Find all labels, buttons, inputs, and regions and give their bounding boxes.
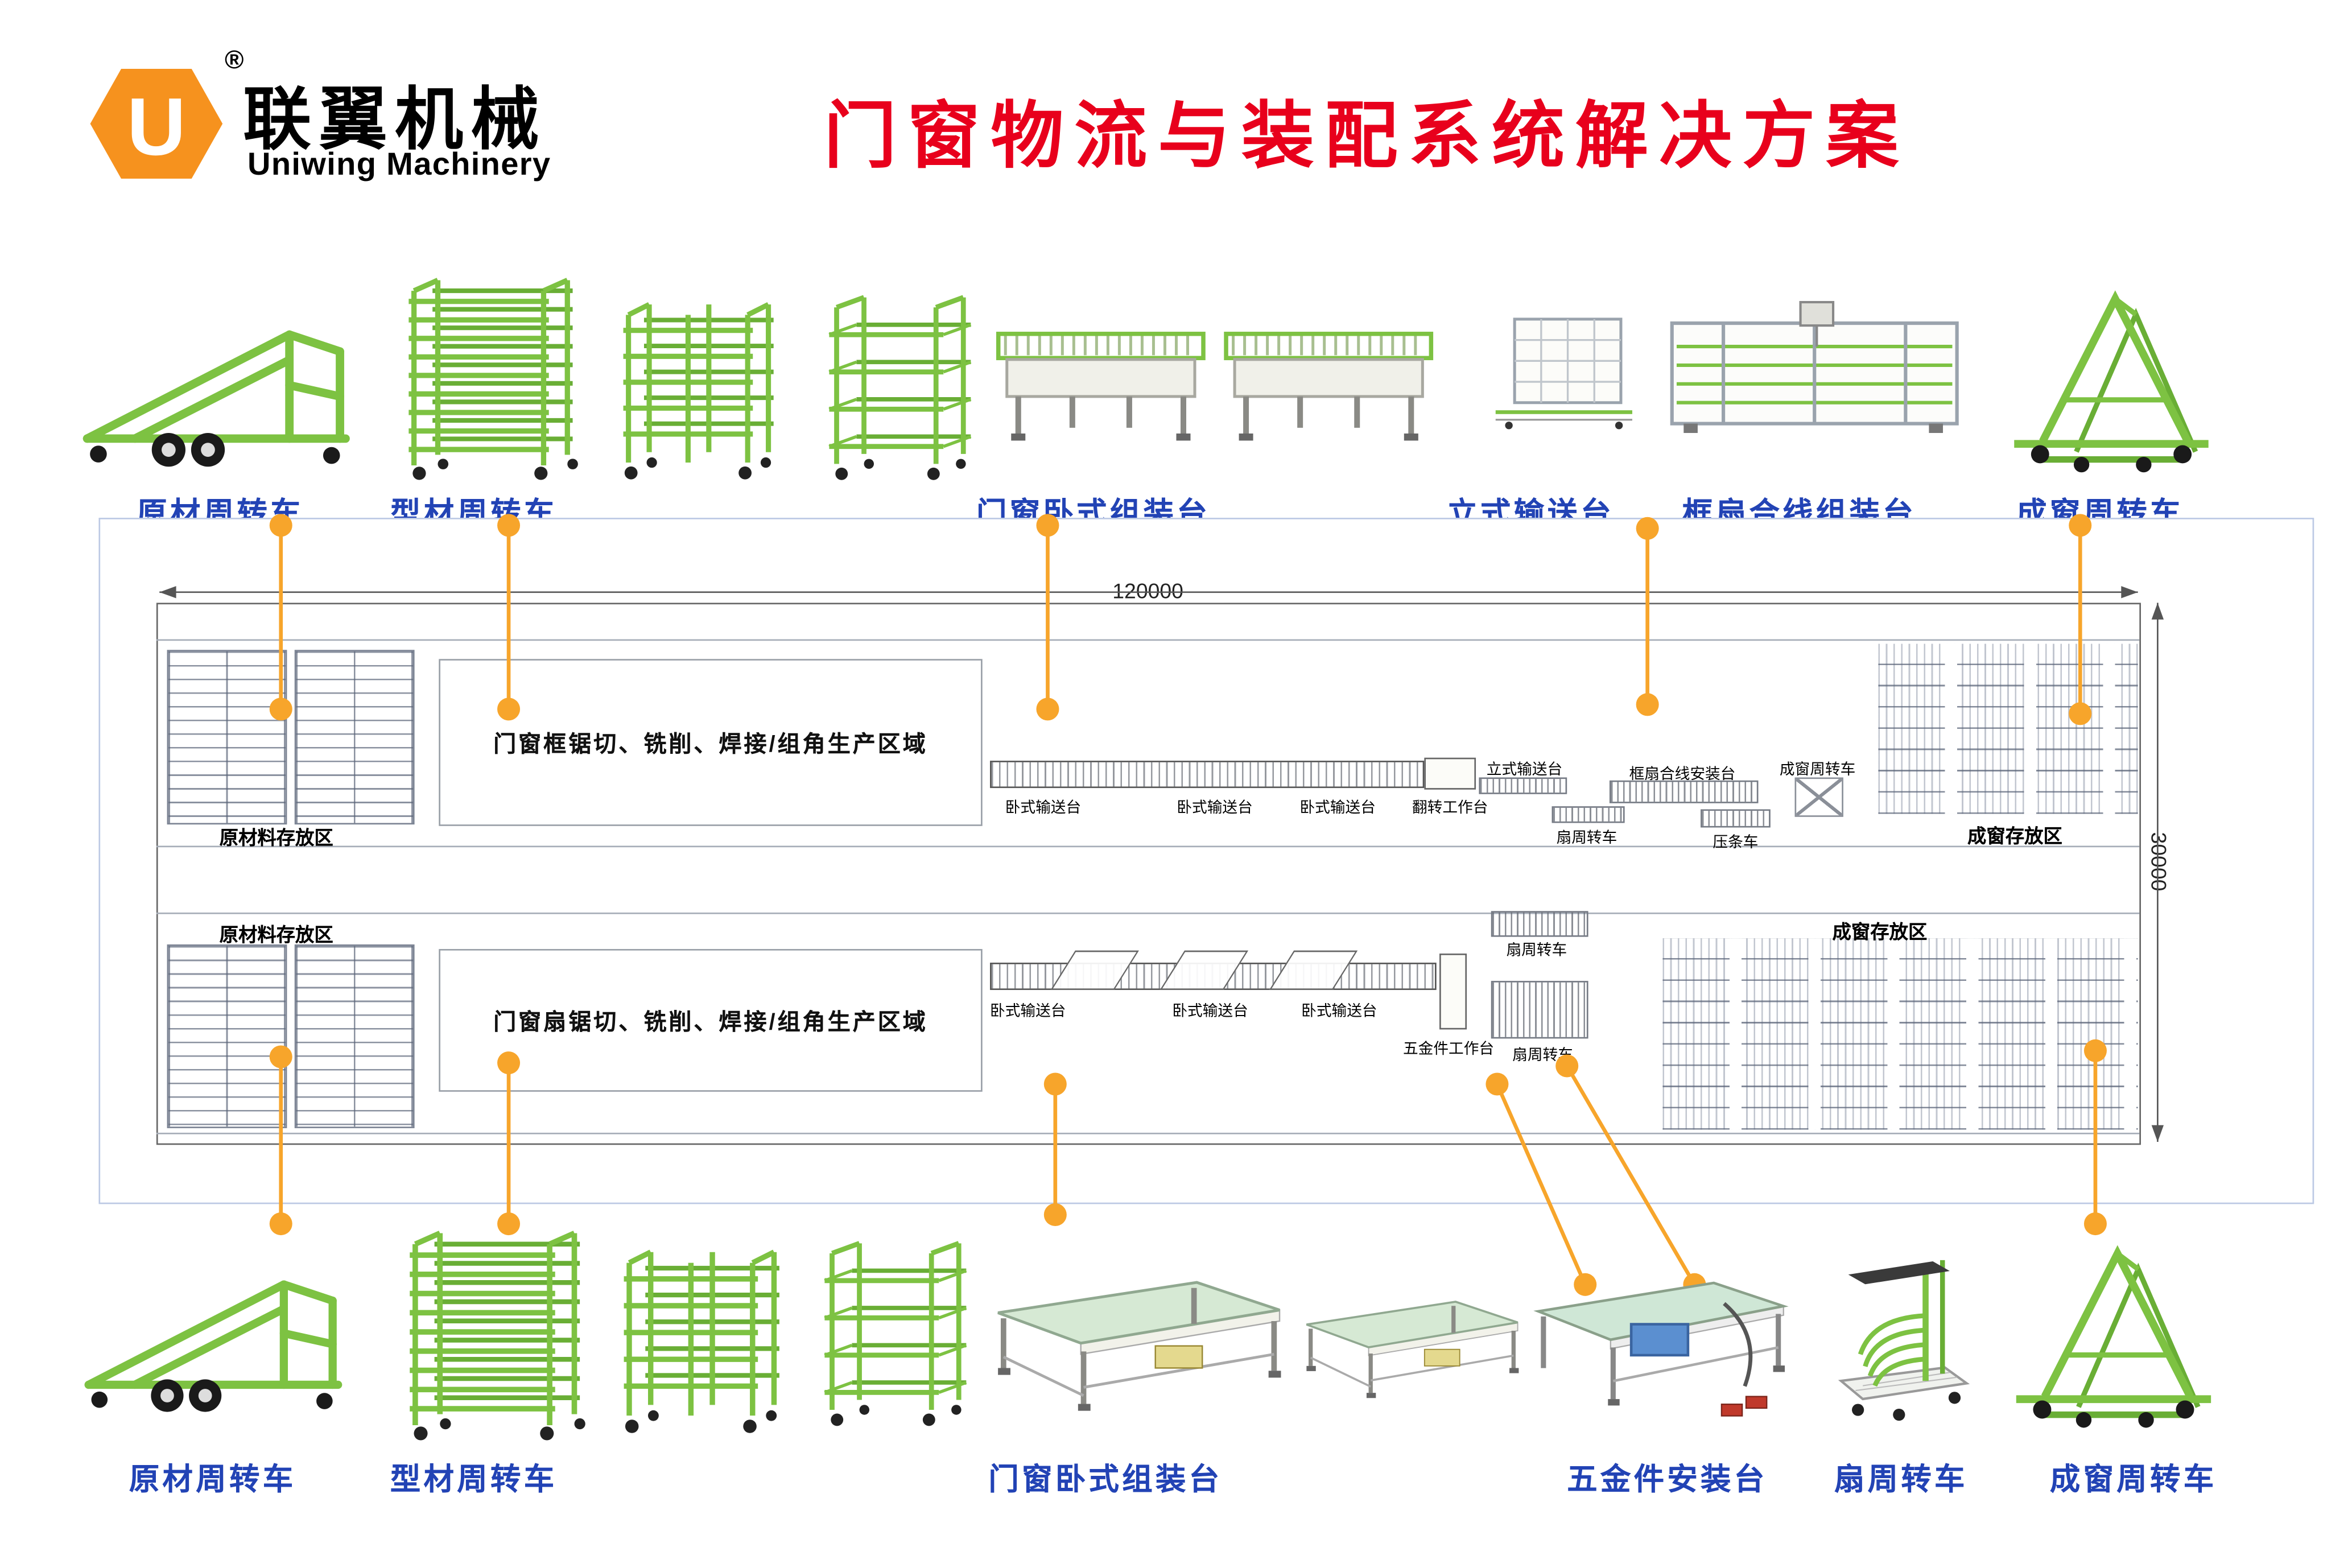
frame-sash-install-plan bbox=[1609, 780, 1759, 803]
plan-label: 成窗周转车 bbox=[1779, 762, 1856, 779]
frame-sash-line-machine-icon bbox=[1662, 281, 1966, 460]
bottom-label-sash-cart: 扇周转车 bbox=[1834, 1463, 1968, 1497]
conveyor-line1 bbox=[990, 761, 1425, 789]
lane-line bbox=[156, 639, 2140, 641]
finished-storage-rack bbox=[1878, 643, 2138, 814]
shelf-cart-icon bbox=[809, 291, 973, 486]
plan-label: 卧式输送台 bbox=[1301, 1004, 1377, 1021]
logo-hexagon-icon: U bbox=[90, 68, 223, 179]
plan-label: 扇周转车 bbox=[1556, 830, 1617, 848]
flip-worktable bbox=[1424, 757, 1476, 790]
plan-label: 翻转工作台 bbox=[1412, 800, 1488, 817]
bead-cart-plan bbox=[1701, 809, 1771, 828]
plan-label: 扇周转车 bbox=[1506, 943, 1567, 960]
profile-rack-cart-icon bbox=[379, 1222, 592, 1447]
zone-label-finished-bottom: 成窗存放区 bbox=[1832, 921, 1928, 943]
plan-label: 卧式输送台 bbox=[1299, 800, 1376, 817]
hardware-install-table-icon bbox=[1530, 1257, 1789, 1437]
raw-material-cart-icon bbox=[73, 1233, 354, 1423]
zone-label-raw-top: 原材料存放区 bbox=[219, 827, 333, 849]
finished-storage-rack bbox=[1662, 938, 2138, 1130]
sash-cart-plan bbox=[1491, 911, 1588, 937]
finished-window-aframe-cart-icon bbox=[2001, 1233, 2226, 1430]
zone-label-raw-bottom: 原材料存放区 bbox=[219, 925, 333, 946]
bottom-label-profile-cart: 型材周转车 bbox=[390, 1463, 558, 1497]
hardware-worktable-plan bbox=[1439, 954, 1467, 1030]
bottom-label-assembly-table: 门窗卧式组装台 bbox=[988, 1463, 1223, 1497]
finished-cart-plan bbox=[1794, 777, 1843, 817]
bottom-label-raw-cart: 原材周转车 bbox=[129, 1463, 296, 1497]
brand-name-en: Uniwing Machinery bbox=[247, 147, 551, 183]
plan-label: 五金件工作台 bbox=[1402, 1041, 1495, 1059]
brand-name-cn: 联翼机械 bbox=[243, 80, 547, 158]
profile-rack-cart2-icon bbox=[597, 291, 791, 486]
profile-rack-cart2-icon bbox=[600, 1233, 794, 1446]
horizontal-assembly-table-icon bbox=[987, 291, 1443, 461]
sash-cart-plan bbox=[1552, 806, 1625, 823]
lane-line bbox=[156, 1132, 2140, 1134]
plan-label: 卧式输送台 bbox=[990, 1004, 1066, 1021]
raw-material-cart-icon bbox=[76, 281, 357, 478]
vertical-conveyor-icon bbox=[1488, 286, 1640, 460]
dimension-width-label: 120000 bbox=[1072, 578, 1224, 603]
svg-text:U: U bbox=[127, 81, 186, 172]
raw-storage-rack bbox=[167, 650, 287, 825]
raw-storage-rack bbox=[167, 944, 287, 1128]
frame-production-zone: 门窗框锯切、铣削、焊接/组角生产区域 bbox=[439, 659, 983, 826]
raw-storage-rack bbox=[294, 944, 415, 1128]
sash-transfer-cart-icon bbox=[1814, 1242, 1974, 1437]
plan-label: 框扇合线安装台 bbox=[1629, 766, 1736, 784]
assembly-table-short-icon bbox=[1298, 1272, 1526, 1424]
page-title: 门窗物流与装配系统解决方案 bbox=[823, 97, 1910, 178]
dimension-height-label: 30000 bbox=[2147, 823, 2172, 901]
shelf-cart-icon bbox=[804, 1227, 968, 1442]
plan-label: 卧式输送台 bbox=[1177, 800, 1253, 817]
bottom-label-hardware-table: 五金件安装台 bbox=[1567, 1463, 1768, 1497]
brand-logo: U ® bbox=[79, 46, 307, 204]
plan-label: 立式输送台 bbox=[1486, 762, 1563, 779]
plan-label: 扇周转车 bbox=[1512, 1047, 1573, 1064]
sash-production-zone: 门窗扇锯切、铣削、焊接/组角生产区域 bbox=[439, 949, 983, 1092]
plan-label: 压条车 bbox=[1713, 835, 1759, 852]
zone-label-finished-top: 成窗存放区 bbox=[1967, 826, 2062, 848]
vertical-conveyor-plan bbox=[1479, 777, 1567, 794]
lane-line bbox=[156, 845, 2140, 848]
bottom-label-finished-cart: 成窗周转车 bbox=[2049, 1463, 2217, 1497]
sash-cart-plan bbox=[1491, 981, 1588, 1039]
profile-rack-cart-icon bbox=[379, 270, 584, 486]
plan-label: 卧式输送台 bbox=[1005, 800, 1082, 817]
assembly-table-long-icon bbox=[987, 1257, 1291, 1432]
registered-mark: ® bbox=[224, 46, 244, 75]
finished-window-aframe-cart-icon bbox=[2001, 270, 2221, 483]
raw-storage-rack bbox=[294, 650, 415, 825]
plan-label: 卧式输送台 bbox=[1172, 1004, 1248, 1021]
lane-line bbox=[156, 912, 2140, 914]
floor-plan-outline bbox=[156, 603, 2141, 1145]
